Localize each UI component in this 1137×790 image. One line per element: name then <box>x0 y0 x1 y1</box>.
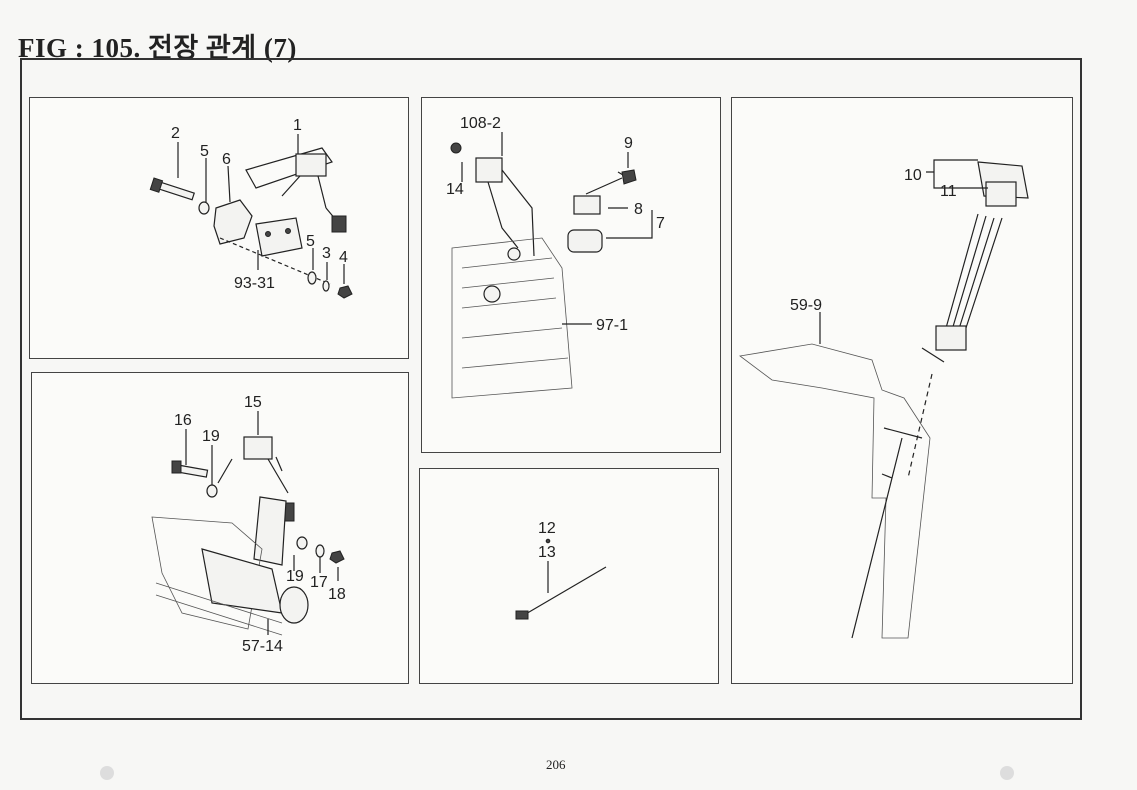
panel-horn-relay: 108-2 14 9 8 7 97-1 <box>421 97 721 453</box>
block-part <box>213 199 253 245</box>
panel-bracket-switch: 2 5 6 1 5 3 4 93-31 <box>29 97 409 359</box>
label-11: 11 <box>940 183 957 200</box>
scan-hole <box>100 766 114 780</box>
bolt-part <box>149 177 195 201</box>
washer-part <box>198 201 210 215</box>
label-57-14: 57-14 <box>242 638 283 655</box>
label-10: 10 <box>904 167 922 184</box>
label-108-2: 108-2 <box>460 115 501 132</box>
cable-tie-drawing: 12 13 <box>515 520 607 620</box>
nut-part <box>337 285 353 299</box>
label-14: 14 <box>446 181 464 198</box>
label-9: 9 <box>624 135 633 152</box>
label-7: 7 <box>656 215 665 232</box>
label-15-16: 16 <box>174 412 192 429</box>
label-2: 5 <box>200 143 209 160</box>
panel-mount-switch: 16 19 15 19 17 18 57-14 <box>31 372 409 684</box>
label-59-9: 59-9 <box>790 297 822 314</box>
switch-part <box>245 147 347 233</box>
label-3: 6 <box>222 151 231 168</box>
connector-drawing: 10 11 59-9 <box>739 159 1029 639</box>
horn-relay-drawing: 108-2 14 9 8 7 97-1 <box>446 115 665 399</box>
label-97-1: 97-1 <box>596 317 628 334</box>
label-12: 12 <box>538 520 556 537</box>
label-8: 8 <box>634 201 643 218</box>
label-8: 93-31 <box>234 275 275 292</box>
label-19b: 19 <box>286 568 304 585</box>
spring-washer-part <box>322 280 330 292</box>
label-18: 18 <box>328 586 346 603</box>
washer-part-2 <box>307 271 317 285</box>
page-number: 206 <box>546 757 566 772</box>
label-13: 13 <box>538 544 556 561</box>
scan-hole <box>1000 766 1014 780</box>
label-15: 15 <box>244 394 262 411</box>
panel-connector: 10 11 59-9 <box>731 97 1073 684</box>
label-17: 17 <box>310 574 328 591</box>
panel-cable-tie: 12 13 <box>419 468 719 684</box>
diagram-frame <box>20 58 1082 720</box>
label-19a: 19 <box>202 428 220 445</box>
bracket-part <box>255 217 303 257</box>
label-7: 4 <box>339 249 348 266</box>
mount-switch-drawing: 16 19 15 19 17 18 57-14 <box>151 394 346 655</box>
label-4: 1 <box>293 117 302 134</box>
label-5: 5 <box>306 233 315 250</box>
label-1: 2 <box>171 125 180 142</box>
bracket-switch-drawing: 2 5 6 1 5 3 4 93-31 <box>149 117 353 299</box>
label-6: 3 <box>322 245 331 262</box>
